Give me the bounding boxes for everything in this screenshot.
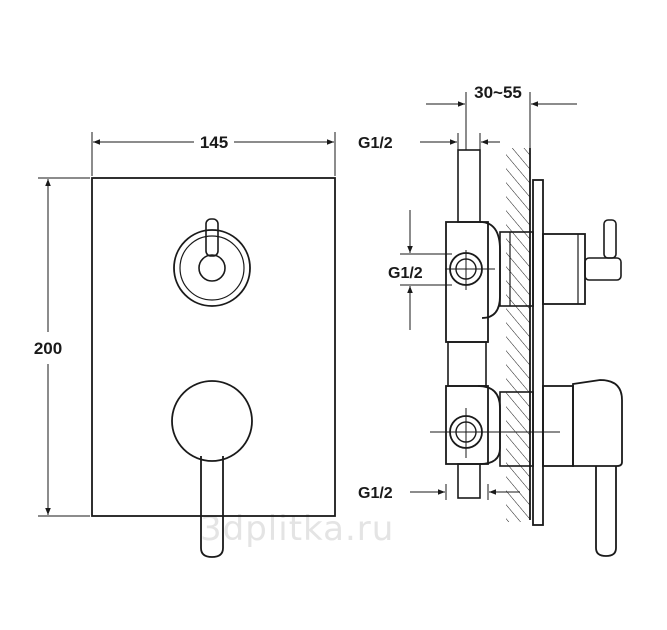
- cover-plate: [91, 177, 336, 517]
- top-thread-dimension: G1/2: [358, 133, 500, 152]
- diverter-assembly: [499, 219, 622, 307]
- valve-body: [430, 149, 560, 499]
- bottom-thread-label: G1/2: [358, 485, 393, 502]
- mid-thread-dimension: G1/2: [388, 210, 452, 330]
- mixer-handle: [171, 380, 253, 558]
- side-view: 30~55 G1/2 G1/2 G1/2: [358, 83, 623, 557]
- mid-thread-label: G1/2: [388, 265, 423, 282]
- top-thread-label: G1/2: [358, 135, 393, 152]
- diverter-knob: [173, 218, 251, 307]
- height-label: 200: [34, 339, 62, 358]
- height-dimension: 200: [34, 177, 90, 517]
- depth-dimension: 30~55: [426, 83, 577, 150]
- mixer-assembly: [499, 379, 623, 557]
- front-view: 145 200: [34, 132, 336, 558]
- width-dimension: 145: [91, 132, 336, 176]
- width-label: 145: [200, 133, 228, 152]
- watermark: 3dplitka.ru: [200, 509, 394, 549]
- cover-plate-side: [532, 179, 544, 526]
- bottom-thread-dimension: G1/2: [358, 484, 520, 502]
- depth-label: 30~55: [474, 83, 522, 102]
- wall-section: [506, 148, 531, 522]
